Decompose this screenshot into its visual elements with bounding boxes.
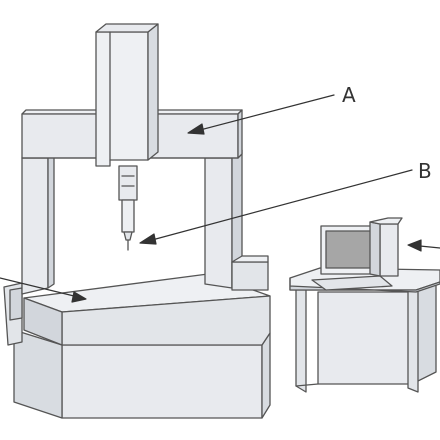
label-a: A [342,83,356,107]
ram-front [95,31,149,167]
keyboard [311,275,393,291]
monitor-screen [325,230,373,269]
ram-top [95,23,159,33]
pc-tower-side [369,221,381,277]
z-axis-ram [95,23,159,167]
leader-left-line [0,277,75,297]
bridge-left-column-side [47,153,55,289]
leader-right-arrowhead [407,239,422,252]
plinth-left [13,329,63,419]
leader-right-line [419,245,440,249]
pc-tower-top [369,217,403,225]
crossbeam-side [237,109,243,159]
leader-a-line [199,94,335,131]
left-bracket-inner [9,287,23,321]
label-b: B [418,159,432,183]
cabinet-front [317,291,413,385]
pc-tower-front [379,223,399,277]
probe-body [121,199,135,233]
probe-tip-holder [123,231,133,241]
plinth-right [261,332,271,419]
leader-b-line [151,169,413,241]
plinth-front [61,344,263,419]
bridge-left-column [21,157,49,295]
leader-b-arrowhead [139,233,157,245]
ram-side [147,23,159,161]
bridge-right-column [204,157,233,289]
probe-head [118,165,138,201]
leaders [0,94,440,303]
bridge-right-foot-top [231,255,269,263]
leader-left-arrowhead [71,291,87,303]
granite-base [3,273,271,419]
table-left [23,297,63,346]
computer-desk [289,217,440,393]
desk-left-leg [295,285,307,393]
leader-a-arrowhead [187,123,205,135]
probe [118,165,138,251]
bridge-right-foot [231,261,269,291]
desk-right-leg [407,289,419,393]
